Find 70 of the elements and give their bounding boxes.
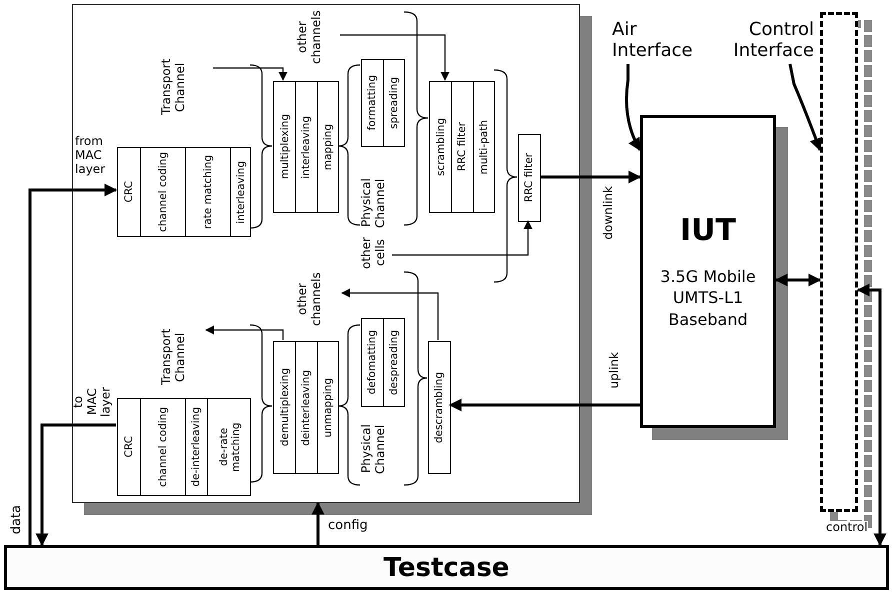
stage-cell: channel coding	[140, 399, 185, 495]
callout-arrow	[625, 64, 642, 152]
stage-cell: despreading	[383, 319, 404, 406]
stage-cell-text: demultiplexing	[278, 367, 292, 449]
line-label: data	[10, 505, 25, 534]
edge-label: Transport Channel	[160, 328, 188, 388]
process-block	[273, 341, 339, 474]
edge-label: to MAC layer	[72, 386, 114, 420]
stage-cell: interleaving	[295, 82, 317, 212]
process-block	[117, 398, 251, 496]
bar-title: Testcase	[384, 552, 510, 582]
stage-cell: interleaving	[230, 148, 252, 236]
stage-cell: mapping	[316, 82, 338, 212]
process-block	[273, 81, 339, 213]
channel-label: Physical Channel	[360, 177, 388, 230]
edge-label: downlink	[602, 186, 616, 240]
stage-cell: multi-path	[472, 82, 494, 212]
arrow	[341, 288, 439, 340]
stage-cell-text: scrambling	[434, 116, 448, 178]
arrow	[36, 424, 116, 546]
arrow	[392, 220, 532, 256]
device-title: IUT	[680, 212, 736, 248]
curly-brace	[403, 271, 428, 486]
edge-label: other channels	[296, 271, 324, 328]
process-block	[361, 59, 405, 147]
stage-cell-text: CRC	[122, 180, 136, 205]
arrow	[312, 502, 324, 545]
curly-brace	[337, 64, 361, 226]
stage-cell: spreading	[383, 60, 404, 146]
arrow	[448, 398, 640, 412]
edge-label: uplink	[608, 352, 622, 388]
stage-cell-text: descrambling	[432, 370, 446, 446]
curly-brace	[337, 324, 361, 486]
testcase-bar	[4, 545, 889, 590]
stage-cell: deinterleaving	[295, 342, 317, 473]
process-block	[429, 81, 495, 213]
stage-cell: rate matching	[185, 148, 230, 236]
curly-brace	[403, 11, 429, 226]
system-frame	[72, 4, 580, 503]
arrow	[540, 170, 642, 184]
stage-cell-text: CRC	[122, 435, 136, 460]
arrow	[774, 274, 822, 286]
interface-box	[820, 12, 858, 512]
process-block	[117, 147, 251, 237]
stage-cell: RRC filter	[451, 82, 473, 212]
stage-cell: channel coding	[140, 148, 185, 236]
arrow	[28, 184, 118, 545]
device-box	[640, 115, 776, 428]
stage-cell-text: RRC filter	[522, 152, 536, 205]
process-block	[361, 318, 405, 407]
device-description: 3.5G Mobile UMTS-L1 Baseband	[659, 266, 757, 330]
edge-label: other channels	[296, 9, 324, 66]
stage-cell: unmapping	[316, 342, 338, 473]
interface-label: Control Interface	[722, 20, 814, 64]
arrow	[213, 67, 288, 81]
stage-cell-text: defomatting	[365, 329, 380, 397]
stage-cell-text: formatting	[365, 74, 380, 133]
process-block	[428, 341, 451, 474]
channel-label: Physical Channel	[360, 423, 388, 476]
interface-label: Air Interface	[612, 20, 692, 64]
arrow	[856, 284, 886, 546]
callout-arrow	[788, 64, 822, 152]
process-block	[518, 134, 541, 222]
stage-cell: de-interleaving	[185, 399, 207, 495]
stage-cell-text: multiplexing	[278, 113, 292, 182]
edge-label: Transport Channel	[160, 58, 188, 118]
arrow	[340, 34, 450, 81]
arrow	[205, 326, 284, 340]
stage-cell: de-rate matching	[207, 399, 252, 495]
edge-label: config	[328, 519, 368, 534]
